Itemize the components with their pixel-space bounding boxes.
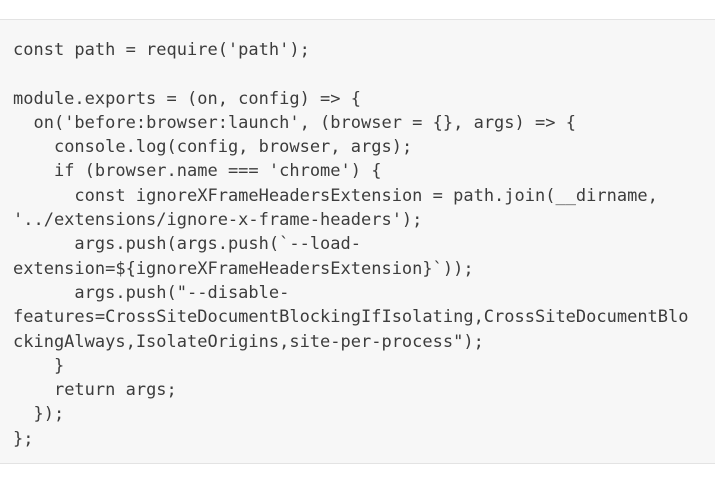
page: const path = require('path'); module.exp… xyxy=(0,19,715,480)
code-content: const path = require('path'); module.exp… xyxy=(13,40,689,449)
code-block: const path = require('path'); module.exp… xyxy=(0,19,715,465)
